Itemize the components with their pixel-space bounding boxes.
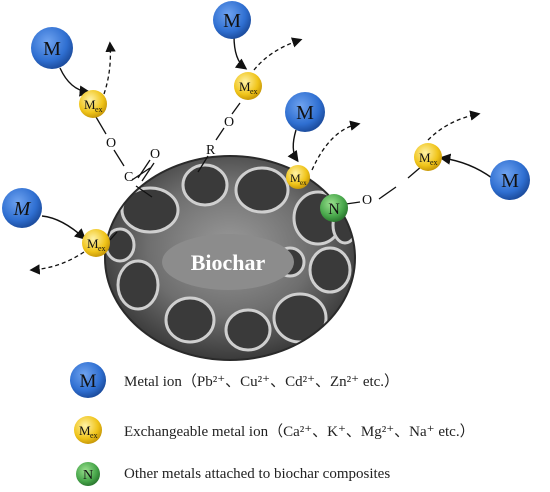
svg-text:N: N [328,201,340,218]
atom-labels: O C O O R O [106,115,372,208]
legend-symbol-metal: M [70,362,106,398]
binding-arrows [41,35,493,240]
svg-text:M: M [43,38,61,60]
svg-text:ex: ex [430,158,438,167]
legend-row-metal: Metal ion（Pb²⁺、Cu²⁺、Cd²⁺、Zn²⁺ etc.） [108,363,399,397]
release-arrow-2 [253,37,303,71]
atom-r-top: R [206,143,216,158]
exchangeable-ion-2: M ex [234,72,262,100]
arrow-m5-to-mex [439,153,493,179]
svg-text:M: M [239,79,251,94]
arrow-m1-to-mex [59,67,91,97]
release-arrow-5 [427,110,481,141]
exchangeable-ion-4: M ex [82,229,110,257]
metal-ion-1: M [31,27,73,69]
svg-text:N: N [83,468,93,483]
svg-text:ex: ex [98,244,106,253]
atom-o-left: O [106,136,116,151]
release-arrow-3 [311,120,361,171]
svg-text:M: M [296,102,314,124]
svg-text:ex: ex [300,179,307,187]
legend-row-other: Other metals attached to biochar composi… [108,457,390,491]
release-arrow-1 [103,41,116,95]
release-arrows [29,37,481,275]
atom-c-left: C [124,170,133,185]
arrow-m4-to-mex [41,215,87,240]
exchangeable-ion-1: M ex [79,90,107,118]
svg-text:M: M [84,97,96,112]
svg-text:M: M [419,150,431,165]
arrow-m3-to-mex [287,129,299,163]
svg-text:M: M [87,236,99,251]
legend-symbols: M M ex N [70,362,106,486]
biochar-particle: Biochar [104,155,356,361]
legend-row-exchangeable: Exchangeable metal ion（Ca²⁺、K⁺、Mg²⁺、Na⁺ … [108,413,475,447]
release-arrow-4 [29,251,85,275]
arrow-m2-to-mex [233,35,248,70]
legend-symbol-other: N [76,462,100,486]
svg-text:M: M [79,423,91,438]
svg-text:ex: ex [90,431,98,440]
legend-text-exchangeable: Exchangeable metal ion（Ca²⁺、K⁺、Mg²⁺、Na⁺ … [124,423,475,440]
legend-text-metal: Metal ion（Pb²⁺、Cu²⁺、Cd²⁺、Zn²⁺ etc.） [124,373,400,390]
atom-o-carbonyl: O [150,147,160,162]
svg-text:ex: ex [250,87,258,96]
atom-o-top: O [224,115,234,130]
legend-text-other: Other metals attached to biochar composi… [124,465,391,482]
svg-text:M: M [80,371,97,392]
svg-text:M: M [290,171,301,185]
svg-text:M: M [13,198,32,220]
svg-text:M: M [501,170,519,192]
exchangeable-ions: M ex M ex M ex M ex M ex [79,72,442,257]
svg-text:M: M [223,10,241,32]
svg-text:ex: ex [95,105,103,114]
metal-ion-5: M [490,160,530,200]
biochar-label: Biochar [191,250,266,275]
exchangeable-ion-3: M ex [286,165,310,189]
other-metal-n: N [320,194,348,222]
metal-ion-3: M [285,92,325,132]
atom-o-right: O [362,193,372,208]
metal-ion-4: M [2,188,42,228]
biochar-pores [105,163,355,352]
biochar-label-plate [162,234,294,290]
metal-ion-2: M [213,1,251,39]
exchangeable-ion-5: M ex [414,143,442,171]
metal-ions: M M M M M [2,1,530,228]
legend-symbol-exchangeable: M ex [74,416,102,444]
